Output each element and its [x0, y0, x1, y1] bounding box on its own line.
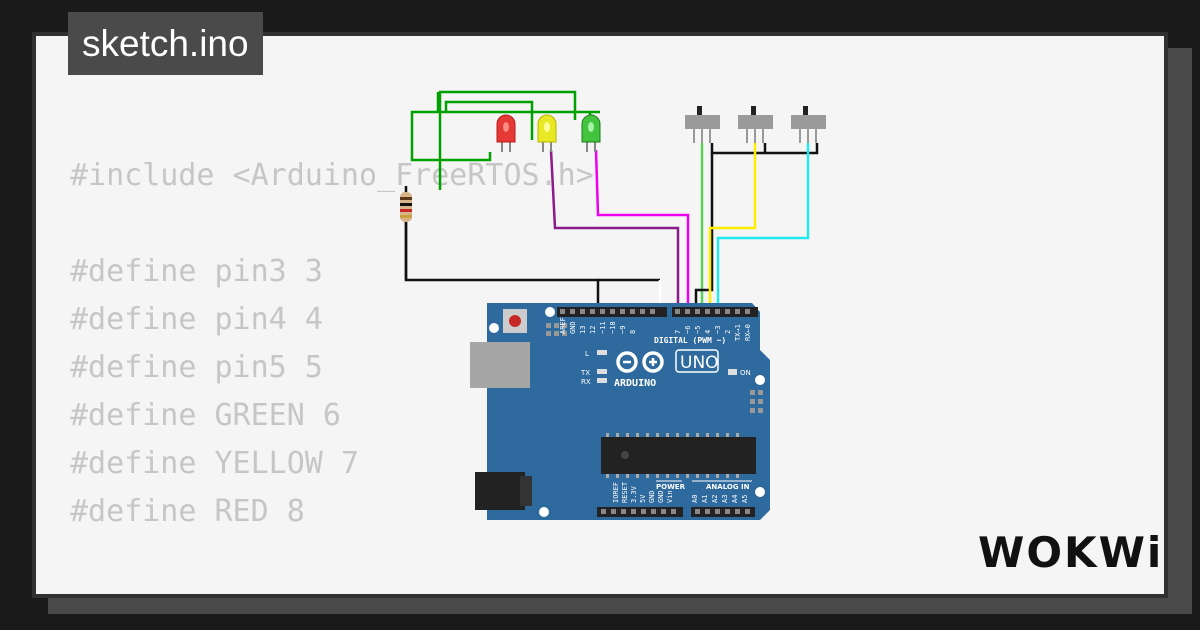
led-label: L [585, 350, 589, 358]
pin-label: ~10 [609, 321, 617, 334]
led-label: TX [580, 369, 590, 377]
slide-switch [791, 106, 826, 143]
pin-label: GND [648, 490, 656, 503]
pin-label: ~9 [619, 326, 627, 334]
pin-label: Vin [666, 490, 674, 503]
pin-label: ~6 [684, 326, 692, 334]
pin-label: RX←0 [744, 324, 752, 341]
code-line: #define GREEN 6 [70, 398, 341, 433]
pin-label: 2 [724, 330, 732, 334]
usb-port [470, 342, 530, 388]
gnd-wire [404, 222, 600, 312]
pin-label: 7 [674, 330, 682, 334]
pin-label: A2 [711, 495, 719, 503]
led-green [581, 114, 601, 152]
pin-label: A4 [731, 495, 739, 503]
led-label: RX [581, 378, 591, 386]
pin-label: A5 [741, 495, 749, 503]
code-line: void setup() { [70, 590, 323, 594]
code-preview: #include <Arduino_FreeRTOS.h> #define pi… [70, 152, 594, 594]
code-line: #define pin3 3 [70, 254, 323, 289]
power-jack [475, 472, 525, 510]
pin-label: 12 [589, 326, 597, 334]
code-line: #define pin4 4 [70, 302, 323, 337]
pin-label: IOREF [612, 482, 620, 503]
code-line: #define YELLOW 7 [70, 446, 359, 481]
wokwi-logo: WOKWi [978, 528, 1164, 577]
code-line: #define RED 8 [70, 494, 305, 529]
pin-label: GND [569, 321, 577, 334]
arduino-logo-text: ARDUINO [614, 378, 656, 389]
pin-label: ~5 [694, 326, 702, 334]
analog-label: ANALOG IN [706, 483, 750, 491]
arduino-logo-icon [616, 351, 664, 373]
pin-label: GND [657, 490, 665, 503]
pin-label: A0 [691, 495, 699, 503]
pin-label: ~11 [599, 321, 607, 334]
board-model: UNO [680, 353, 719, 373]
led-yellow [537, 114, 557, 152]
pin-label: 4 [704, 330, 712, 334]
led-red [496, 114, 516, 152]
pin-label: 3.3V [630, 485, 638, 503]
switch-wires [694, 143, 819, 312]
on-label: ON [740, 369, 751, 377]
pin-label: A3 [721, 495, 729, 503]
sketch-filename: sketch.ino [68, 12, 263, 75]
led-wires [410, 90, 690, 312]
code-line: #include <Arduino_FreeRTOS.h> [70, 158, 594, 193]
digital-label: DIGITAL (PWM ~) [654, 336, 726, 345]
pin-label: 13 [579, 326, 587, 334]
slide-switch [738, 106, 773, 143]
pin-label: 8 [629, 330, 637, 334]
pin-label: 5V [639, 494, 647, 503]
code-line: #define pin5 5 [70, 350, 323, 385]
pin-label: ~3 [714, 326, 722, 334]
slide-switch [685, 106, 720, 143]
pin-label: TX→1 [734, 324, 742, 341]
power-label: POWER [656, 483, 686, 491]
pin-label: A1 [701, 495, 709, 503]
pin-label: RESET [621, 481, 629, 503]
pin-label: AREF [559, 317, 567, 334]
arduino-uno-board: AREF GND 13 12 ~11 ~10 ~9 8 7 ~6 ~5 4 ~3… [470, 303, 770, 520]
